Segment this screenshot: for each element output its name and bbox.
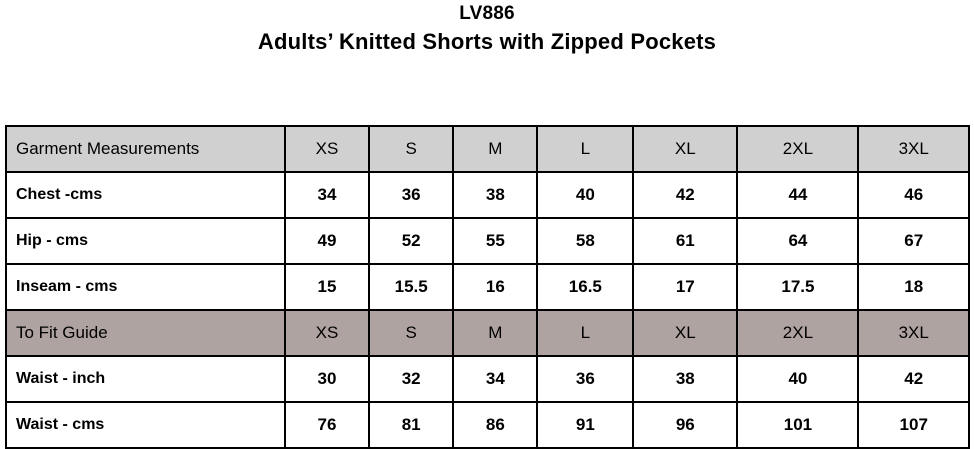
cell-inseam-m: 16 [452, 263, 539, 311]
cell-hip-2xl: 64 [736, 217, 860, 265]
cell-chest-2xl: 44 [736, 171, 860, 219]
row-label-waist-inch: Waist - inch [5, 355, 286, 403]
fit-size-header-3xl: 3XL [857, 309, 970, 357]
product-name: Adults’ Knitted Shorts with Zipped Pocke… [257, 29, 717, 54]
cell-waist-cms-l: 91 [536, 401, 635, 449]
cell-hip-l: 58 [536, 217, 635, 265]
table-body: Garment Measurements XS S M L XL 2XL 3XL… [5, 125, 970, 449]
cell-inseam-l: 16.5 [536, 263, 635, 311]
cell-chest-l: 40 [536, 171, 635, 219]
table-row: Hip - cms 49 52 55 58 61 64 67 [5, 217, 970, 265]
table-row: Inseam - cms 15 15.5 16 16.5 17 17.5 18 [5, 263, 970, 311]
cell-chest-xs: 34 [283, 171, 371, 219]
row-label-waist-cms: Waist - cms [5, 401, 286, 449]
size-header-2xl: 2XL [736, 125, 860, 173]
cell-waist-inch-xs: 30 [283, 355, 371, 403]
cell-waist-inch-m: 34 [452, 355, 539, 403]
cell-chest-m: 38 [452, 171, 539, 219]
size-header-m: M [452, 125, 539, 173]
size-header-l: L [536, 125, 635, 173]
fit-size-header-l: L [536, 309, 635, 357]
cell-inseam-xs: 15 [283, 263, 371, 311]
cell-chest-xl: 42 [632, 171, 739, 219]
fit-size-header-xl: XL [632, 309, 739, 357]
cell-waist-cms-m: 86 [452, 401, 539, 449]
cell-waist-inch-xl: 38 [632, 355, 739, 403]
row-label-chest: Chest -cms [5, 171, 286, 219]
product-code: LV886 [459, 3, 515, 24]
section-header-row-to-fit-guide: To Fit Guide XS S M L XL 2XL 3XL [5, 309, 970, 357]
table-row: Chest -cms 34 36 38 40 42 44 46 [5, 171, 970, 219]
row-label-inseam: Inseam - cms [5, 263, 286, 311]
cell-inseam-2xl: 17.5 [736, 263, 860, 311]
cell-inseam-s: 15.5 [368, 263, 455, 311]
size-header-xs: XS [283, 125, 371, 173]
table-row: Waist - inch 30 32 34 36 38 40 42 [5, 355, 970, 403]
cell-hip-xs: 49 [283, 217, 371, 265]
cell-waist-cms-2xl: 101 [736, 401, 860, 449]
size-header-xl: XL [632, 125, 739, 173]
cell-waist-inch-l: 36 [536, 355, 635, 403]
row-label-hip: Hip - cms [5, 217, 286, 265]
cell-hip-xl: 61 [632, 217, 739, 265]
size-chart-table: Garment Measurements XS S M L XL 2XL 3XL… [5, 125, 970, 449]
cell-chest-3xl: 46 [857, 171, 970, 219]
section-header-row-garment-measurements: Garment Measurements XS S M L XL 2XL 3XL [5, 125, 970, 173]
cell-waist-inch-3xl: 42 [857, 355, 970, 403]
cell-waist-cms-3xl: 107 [857, 401, 970, 449]
size-header-s: S [368, 125, 455, 173]
fit-size-header-m: M [452, 309, 539, 357]
cell-waist-inch-s: 32 [368, 355, 455, 403]
section-header-label: To Fit Guide [5, 309, 286, 357]
section-header-label: Garment Measurements [5, 125, 286, 173]
cell-waist-cms-xl: 96 [632, 401, 739, 449]
cell-inseam-xl: 17 [632, 263, 739, 311]
fit-size-header-2xl: 2XL [736, 309, 860, 357]
cell-inseam-3xl: 18 [857, 263, 970, 311]
cell-hip-3xl: 67 [857, 217, 970, 265]
cell-waist-inch-2xl: 40 [736, 355, 860, 403]
cell-hip-s: 52 [368, 217, 455, 265]
fit-size-header-s: S [368, 309, 455, 357]
table-row: Waist - cms 76 81 86 91 96 101 107 [5, 401, 970, 449]
size-header-3xl: 3XL [857, 125, 970, 173]
page-title: LV886 Adults’ Knitted Shorts with Zipped… [0, 2, 974, 56]
cell-chest-s: 36 [368, 171, 455, 219]
cell-waist-cms-xs: 76 [283, 401, 371, 449]
cell-waist-cms-s: 81 [368, 401, 455, 449]
cell-hip-m: 55 [452, 217, 539, 265]
fit-size-header-xs: XS [283, 309, 371, 357]
